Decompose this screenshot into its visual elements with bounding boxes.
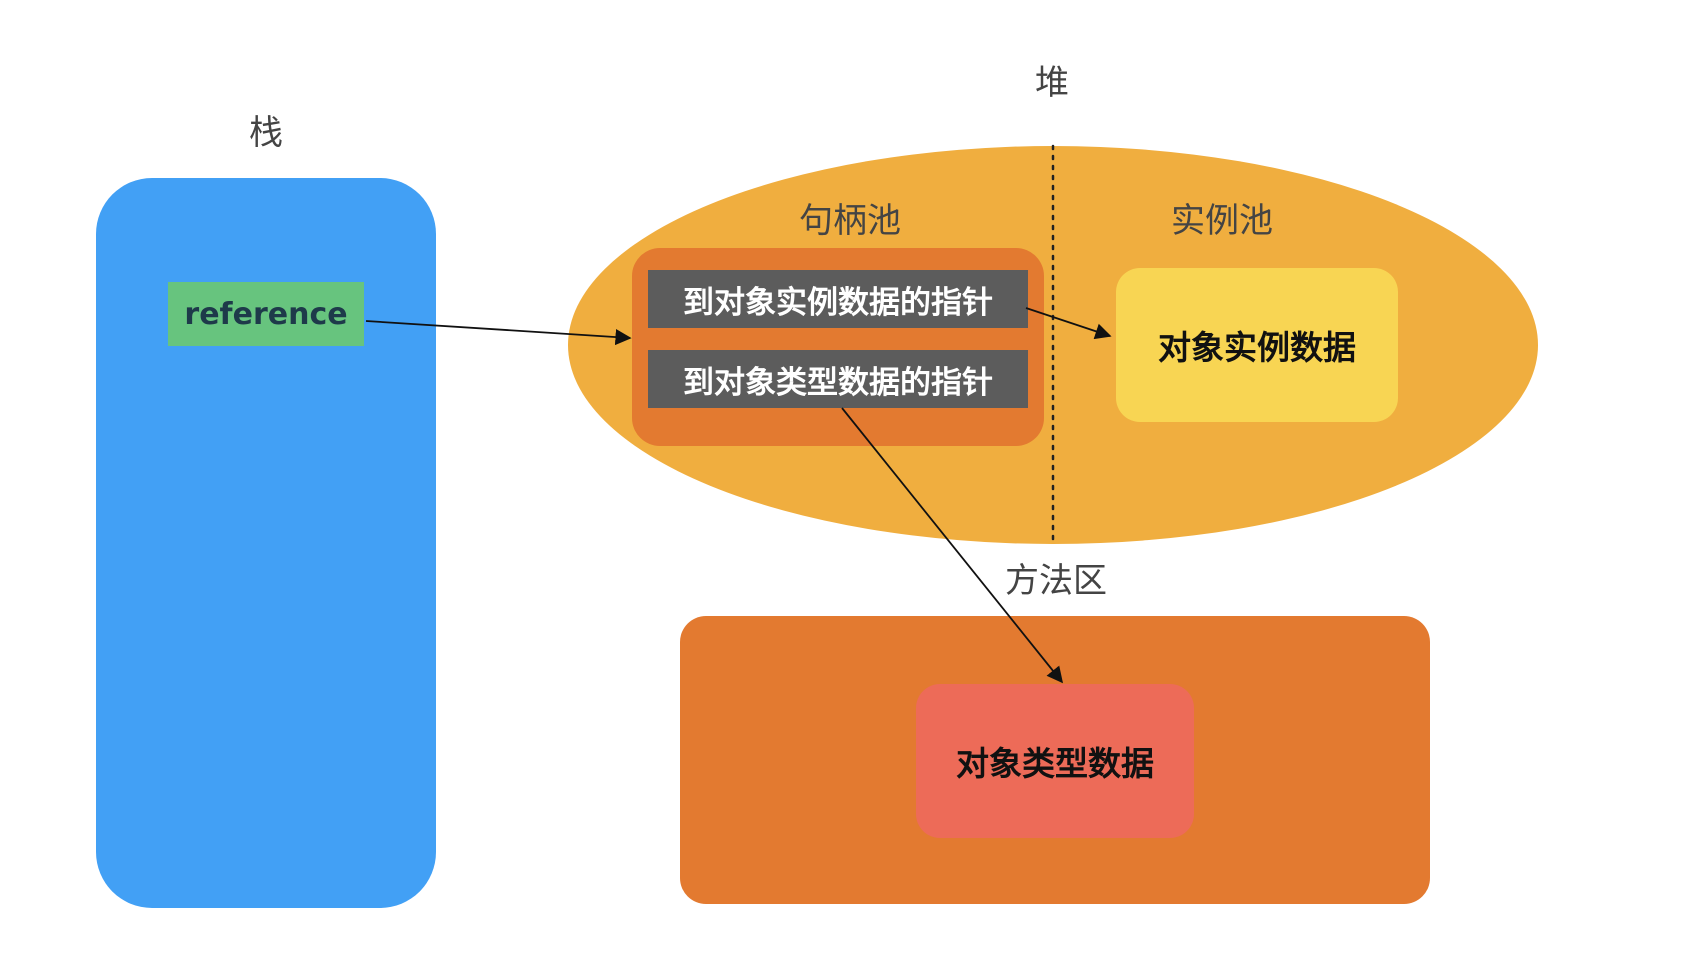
heap-title: 堆	[1035, 63, 1069, 103]
instance-pointer-box: 到对象实例数据的指针	[648, 270, 1028, 328]
reference-box: reference	[168, 282, 364, 346]
type-pointer-box: 到对象类型数据的指针	[648, 350, 1028, 408]
type-data-box: 对象类型数据	[916, 684, 1194, 838]
handle-pool-title: 句柄池	[799, 201, 901, 241]
method-area-title: 方法区	[1005, 561, 1107, 601]
stack-title: 栈	[249, 113, 283, 153]
instance-pool-title: 实例池	[1171, 201, 1273, 241]
instance-data-box: 对象实例数据	[1116, 268, 1398, 422]
